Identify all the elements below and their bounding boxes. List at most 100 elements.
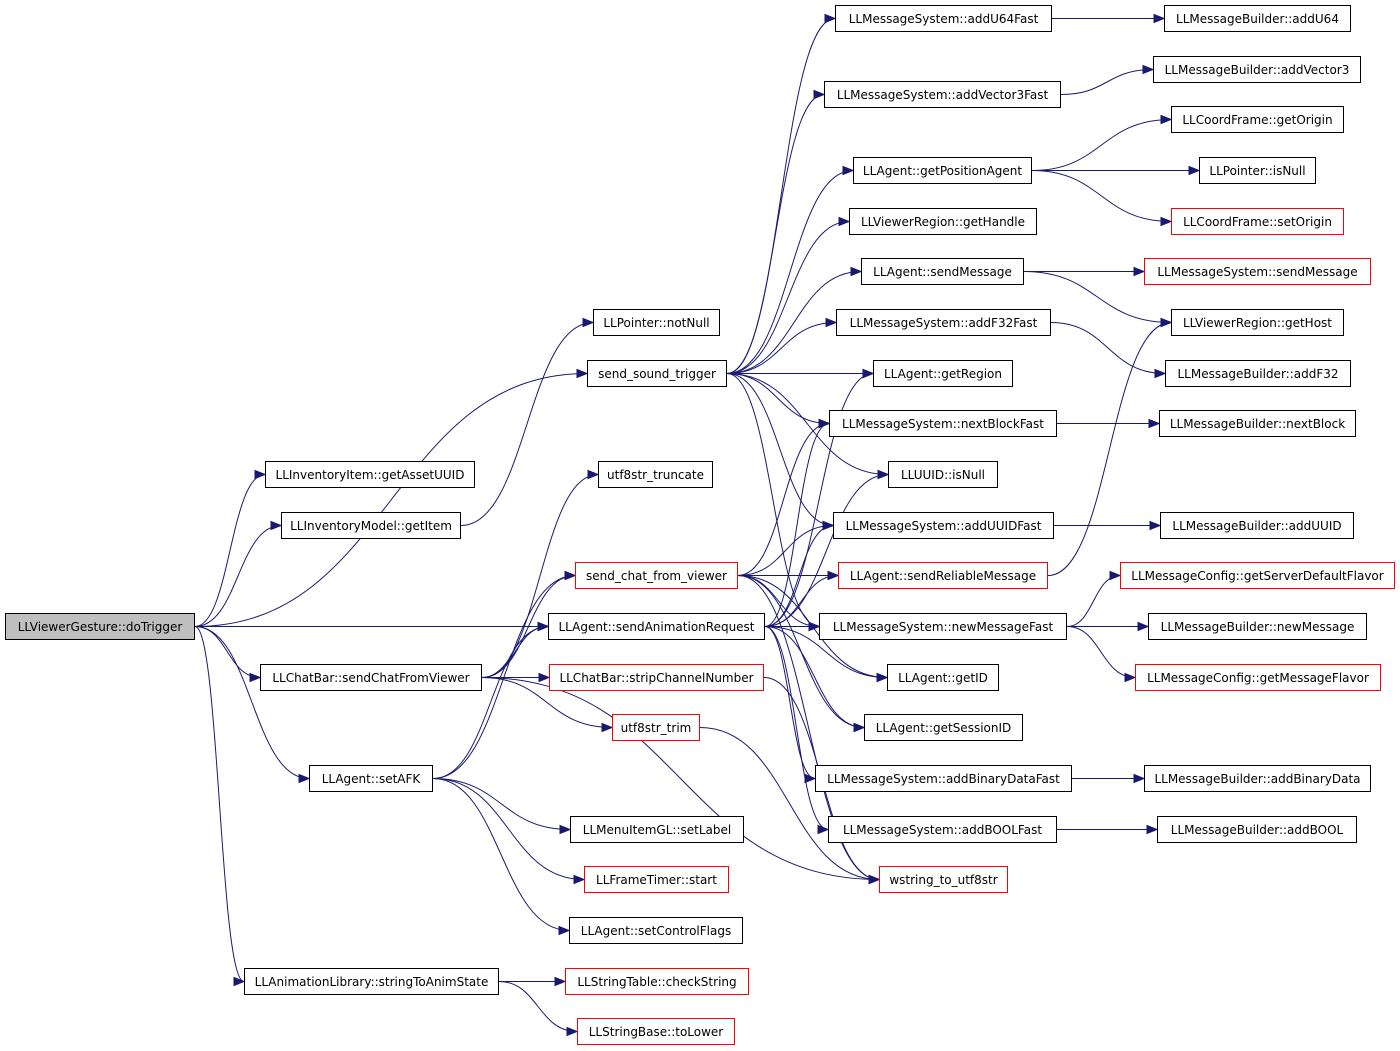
edge-arrowhead [587, 469, 600, 480]
node-llmessagesystem-addbinarydatafast[interactable]: LLMessageSystem::addBinaryDataFast [815, 765, 1072, 792]
node-llframetimer-start[interactable]: LLFrameTimer::start [584, 866, 729, 893]
node-llchatbar-stripchannelnumber[interactable]: LLChatBar::stripChannelNumber [549, 664, 764, 691]
edge-n0-n4 [194, 626, 310, 779]
node-llmessagesystem-adduuidfast[interactable]: LLMessageSystem::addUUIDFast [833, 512, 1054, 539]
node-llmessageconfig-getmessageflavor[interactable]: LLMessageConfig::getMessageFlavor [1135, 664, 1381, 691]
node-send-chat-from-viewer[interactable]: send_chat_from_viewer [575, 562, 738, 589]
edge-arrowhead [876, 672, 889, 683]
edge-arrowhead [1160, 317, 1173, 328]
edge-arrowhead [566, 1026, 579, 1037]
edge-arrowhead [558, 925, 571, 936]
edge-n29-n47 [1066, 626, 1136, 678]
edge-arrowhead [576, 368, 589, 379]
node-llmessagebuilder-adduuid[interactable]: LLMessageBuilder::addUUID [1160, 512, 1354, 539]
node-llpointer-isnull[interactable]: LLPointer::isNull [1199, 157, 1316, 184]
node-llmessagesystem-addu64fast[interactable]: LLMessageSystem::addU64Fast [835, 5, 1052, 32]
node-llagent-getid[interactable]: LLAgent::getID [887, 664, 999, 691]
edge-arrowhead [564, 570, 577, 581]
node-llagent-sendanimationrequest[interactable]: LLAgent::sendAnimationRequest [548, 613, 765, 640]
node-llagent-sendreliablemessage[interactable]: LLAgent::sendReliableMessage [838, 562, 1048, 589]
edge-arrowhead [818, 418, 831, 429]
node-llviewerregion-gethandle[interactable]: LLViewerRegion::getHandle [849, 208, 1037, 235]
node-lluuid-isnull[interactable]: LLUUID::isNull [888, 461, 998, 488]
node-llinventoryitem-getassetuuid[interactable]: LLInventoryItem::getAssetUUID [265, 461, 475, 488]
node-llmessagebuilder-addu64[interactable]: LLMessageBuilder::addU64 [1164, 5, 1351, 32]
edge-arrowhead [1188, 165, 1201, 176]
node-utf8str-truncate[interactable]: utf8str_truncate [598, 461, 713, 488]
node-llstringtable-checkstring[interactable]: LLStringTable::checkString [565, 968, 749, 995]
node-llviewergesture-dotrigger[interactable]: LLViewerGesture::doTrigger [5, 613, 195, 640]
edge-arrowhead [1137, 621, 1150, 632]
edge-n7-n29 [726, 373, 820, 627]
node-llmessagesystem-nextblockfast[interactable]: LLMessageSystem::nextBlockFast [829, 410, 1057, 437]
edge-arrowhead [838, 216, 851, 227]
edge-arrowhead [270, 520, 283, 531]
node-llchatbar-sendchatfromviewer[interactable]: LLChatBar::sendChatFromViewer [260, 664, 482, 691]
edge-arrowhead [1146, 824, 1159, 835]
edge-n4-n13 [432, 778, 571, 830]
node-llcoordframe-getorigin[interactable]: LLCoordFrame::getOrigin [1171, 106, 1344, 133]
edge-n7-n20 [726, 170, 854, 374]
node-llagent-sendmessage[interactable]: LLAgent::sendMessage [861, 258, 1024, 285]
edge-n7-n27 [726, 373, 834, 526]
node-llmessageconfig-getserverdefaultflavor[interactable]: LLMessageConfig::getServerDefaultFlavor [1120, 562, 1395, 589]
node-llmessagesystem-addf32fast[interactable]: LLMessageSystem::addF32Fast [836, 309, 1051, 336]
edge-n22-n41 [1023, 271, 1172, 323]
edge-n10-n25 [764, 423, 830, 627]
edge-n0-n3 [194, 626, 261, 678]
edge-n7-n26 [726, 373, 889, 475]
edge-arrowhead [862, 368, 875, 379]
edge-n20-n39 [1031, 170, 1172, 222]
node-llmessagebuilder-addbinarydata[interactable]: LLMessageBuilder::addBinaryData [1144, 765, 1371, 792]
edge-arrowhead [573, 874, 586, 885]
edge-n10-n32 [764, 626, 816, 779]
node-llmessagesystem-sendmessage[interactable]: LLMessageSystem::sendMessage [1144, 258, 1371, 285]
edge-n7-n25 [726, 373, 830, 424]
edge-arrowhead [853, 722, 866, 733]
node-llagent-getregion[interactable]: LLAgent::getRegion [873, 360, 1013, 387]
edge-n2-n6 [460, 322, 594, 526]
node-llmessagebuilder-addbool[interactable]: LLMessageBuilder::addBOOL [1157, 816, 1357, 843]
node-llanimationlibrary-stringtoanimstate[interactable]: LLAnimationLibrary::stringToAnimState [244, 968, 499, 995]
edge-arrowhead [817, 824, 830, 835]
node-send-sound-trigger[interactable]: send_sound_trigger [587, 360, 727, 387]
edge-arrowhead [1148, 418, 1161, 429]
node-llagent-setcontrolflags[interactable]: LLAgent::setControlFlags [569, 917, 743, 944]
edge-n10-n33 [764, 626, 829, 830]
node-llpointer-notnull[interactable]: LLPointer::notNull [593, 309, 720, 336]
edge-n0-n2 [194, 525, 282, 627]
node-llinventorymodel-getitem[interactable]: LLInventoryModel::getItem [281, 512, 461, 539]
node-llagent-setafk[interactable]: LLAgent::setAFK [309, 765, 433, 792]
node-llmessagebuilder-addf32[interactable]: LLMessageBuilder::addF32 [1165, 360, 1351, 387]
node-llcoordframe-setorigin[interactable]: LLCoordFrame::setOrigin [1171, 208, 1344, 235]
node-llstringbase-tolower[interactable]: LLStringBase::toLower [577, 1018, 735, 1045]
edge-arrowhead [1160, 216, 1173, 227]
edge-n29-n45 [1066, 575, 1121, 627]
edge-n7-n19 [726, 94, 825, 374]
node-llmessagebuilder-nextblock[interactable]: LLMessageBuilder::nextBlock [1159, 410, 1356, 437]
edge-n10-n28 [764, 575, 839, 627]
node-llmessagesystem-addboolfast[interactable]: LLMessageSystem::addBOOLFast [828, 816, 1057, 843]
edge-n7-n22 [726, 271, 862, 374]
node-llmenuitemgl-setlabel[interactable]: LLMenuItemGL::setLabel [570, 816, 744, 843]
edge-n4-n10 [432, 626, 549, 779]
edge-arrowhead [850, 266, 863, 277]
node-wstring-to-utf8str[interactable]: wstring_to_utf8str [879, 866, 1008, 893]
edge-n23-n42 [1050, 322, 1166, 374]
node-llviewerregion-gethost[interactable]: LLViewerRegion::getHost [1171, 309, 1344, 336]
node-utf8str-trim[interactable]: utf8str_trim [612, 714, 700, 741]
edge-arrowhead [1142, 64, 1155, 75]
node-llagent-getsessionid[interactable]: LLAgent::getSessionID [864, 714, 1023, 741]
node-llagent-getpositionagent[interactable]: LLAgent::getPositionAgent [853, 157, 1032, 184]
edge-arrowhead [298, 773, 311, 784]
edge-n10-n31 [764, 626, 865, 728]
node-llmessagesystem-newmessagefast[interactable]: LLMessageSystem::newMessageFast [819, 613, 1067, 640]
edge-n0-n1 [194, 474, 266, 627]
edge-arrowhead [233, 976, 246, 987]
edge-n7-n23 [726, 322, 837, 374]
node-llmessagesystem-addvector3fast[interactable]: LLMessageSystem::addVector3Fast [824, 81, 1061, 108]
edge-n9-n27 [737, 525, 834, 576]
node-llmessagebuilder-newmessage[interactable]: LLMessageBuilder::newMessage [1148, 613, 1367, 640]
node-llmessagebuilder-addvector3[interactable]: LLMessageBuilder::addVector3 [1153, 56, 1361, 83]
